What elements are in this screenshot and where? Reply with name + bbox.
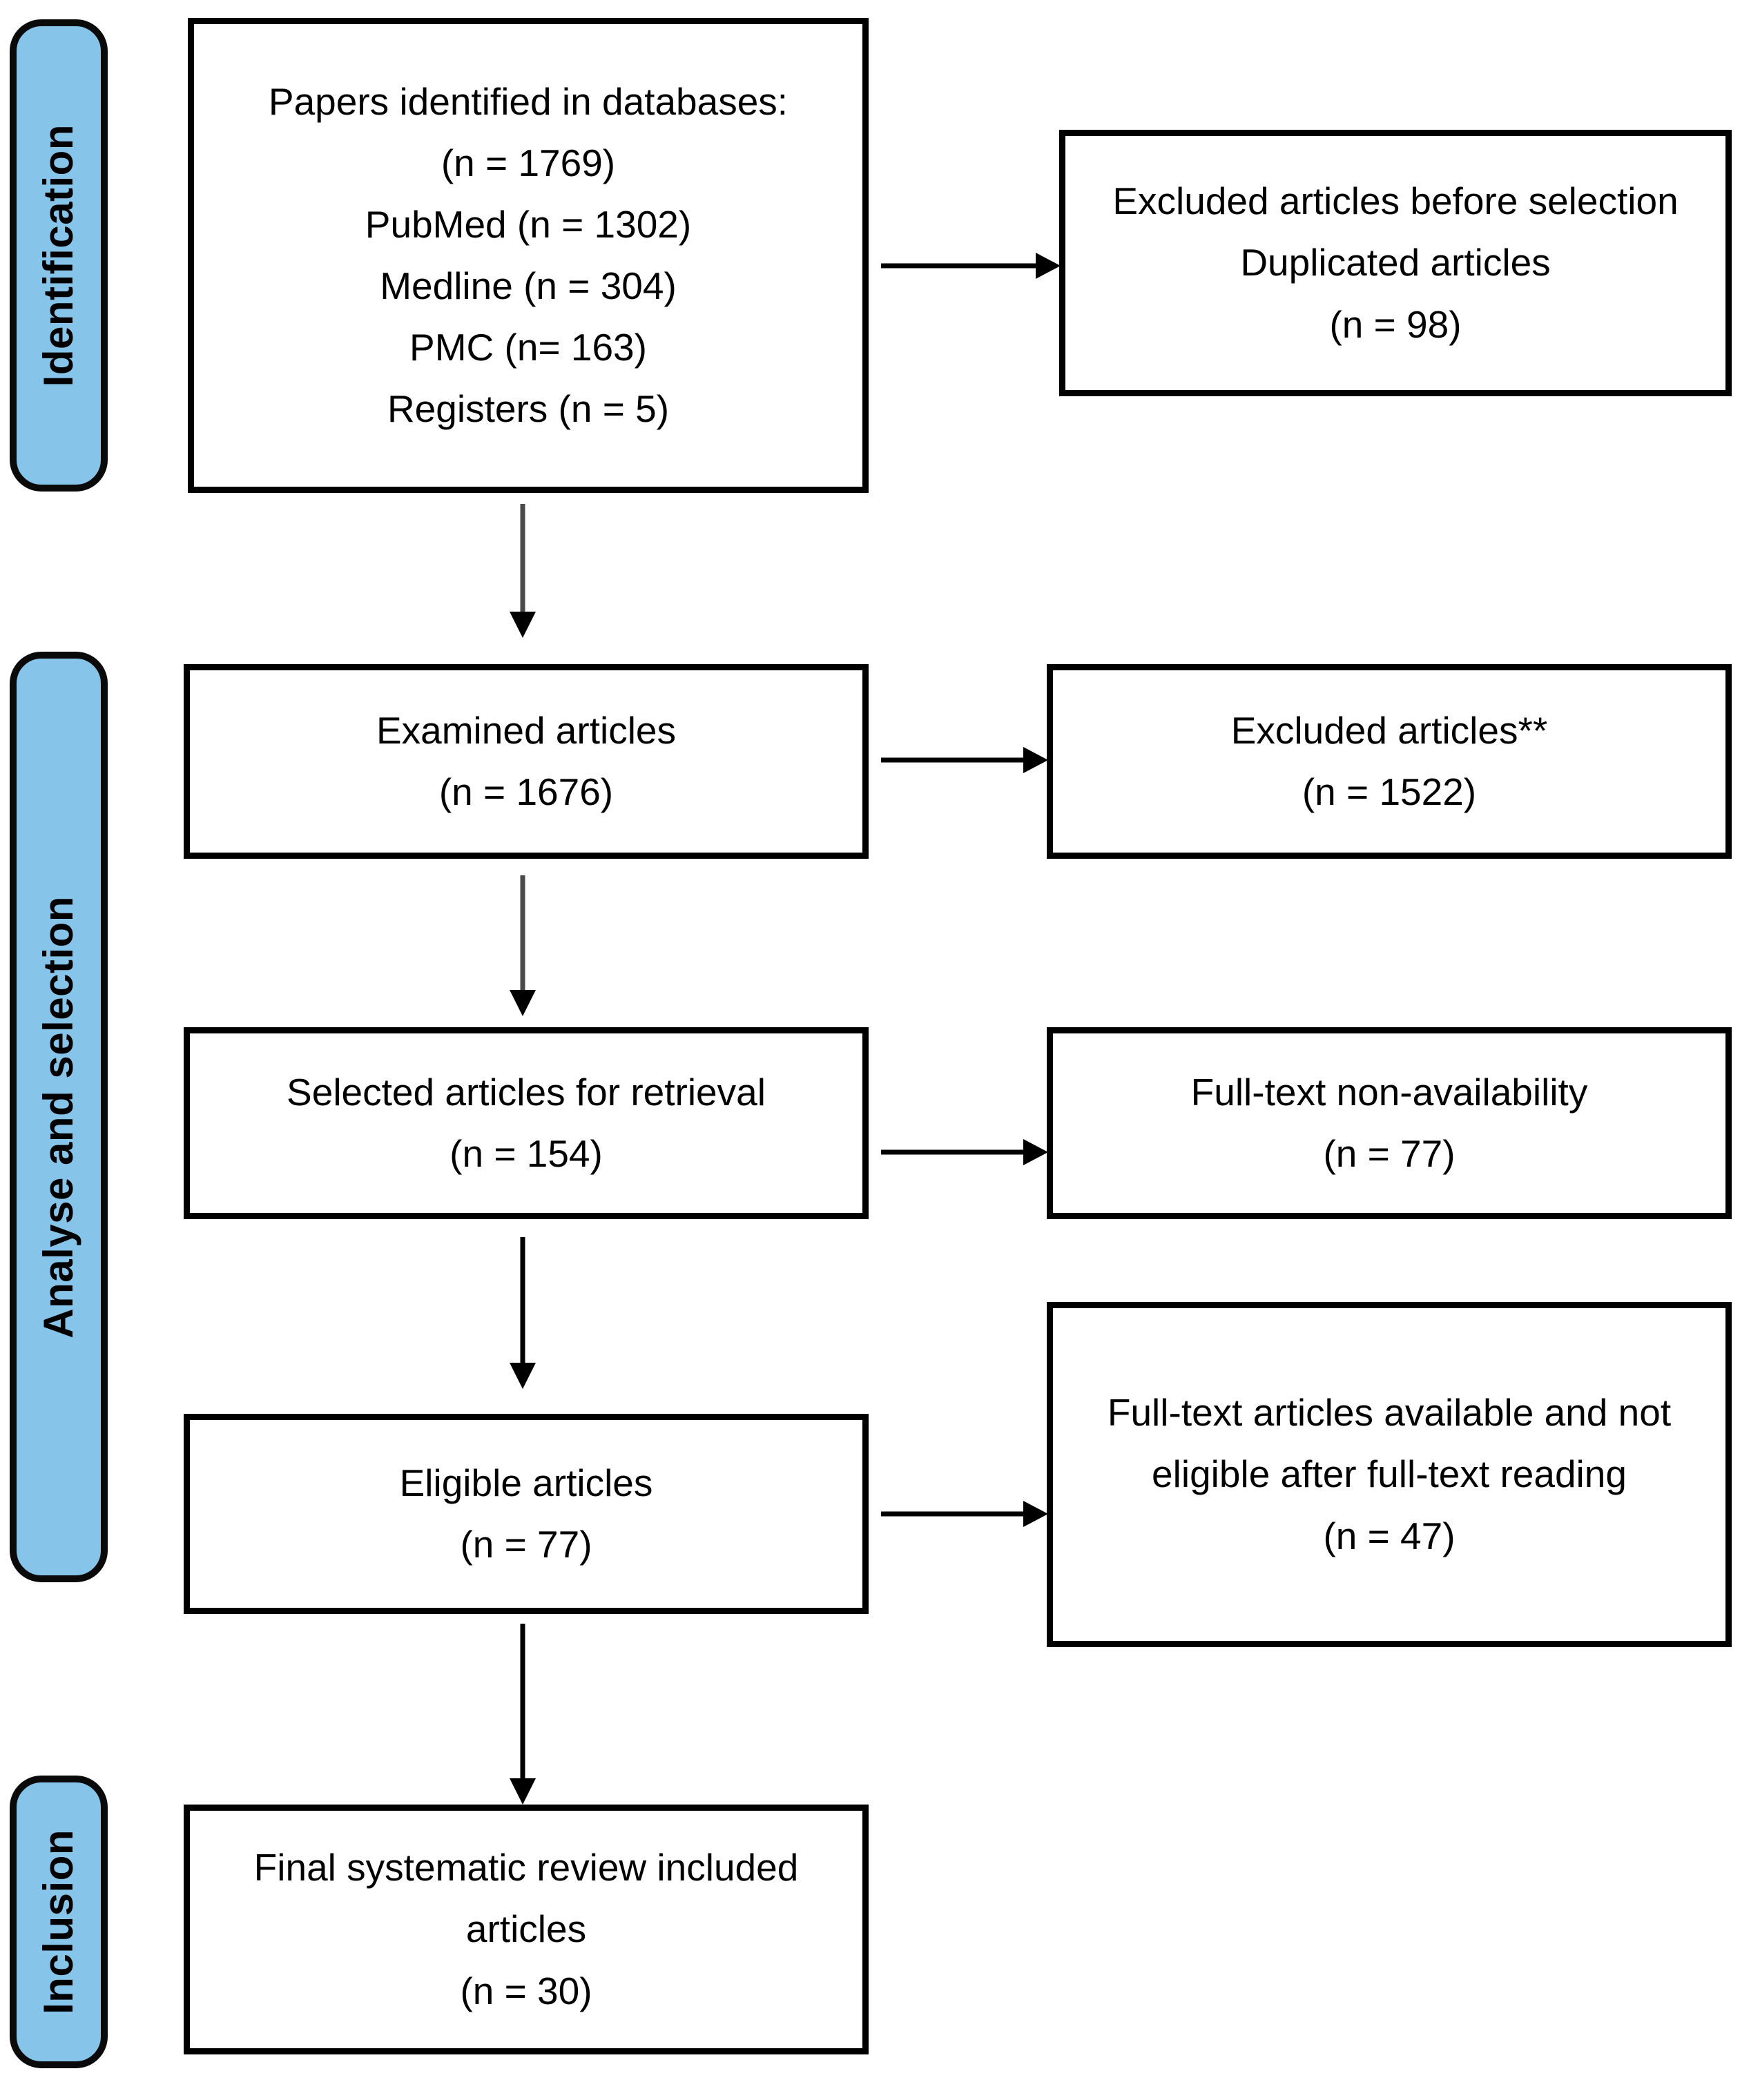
arrow-selected-to-eligible — [506, 1237, 539, 1390]
final-included-articles-box: Final systematic review included article… — [184, 1805, 869, 2054]
examined-articles-line-1: Examined articles — [376, 708, 677, 752]
selected-articles-line-1: Selected articles for retrieval — [287, 1070, 766, 1114]
final-included-line-1: Final systematic review included — [253, 1846, 799, 1889]
full-text-not-eligible-line-1: Full-text articles available and not — [1107, 1391, 1672, 1435]
arrow-examined-to-selected — [506, 875, 539, 1018]
full-text-available-not-eligible-box: Full-text articles available and not eli… — [1047, 1302, 1732, 1647]
full-text-non-availability-box: Full-text non-availability (n = 77) — [1047, 1027, 1732, 1219]
stage-pill-identification: Identification — [10, 19, 108, 492]
arrow-identified-to-examined — [506, 504, 539, 639]
arrow-examined-to-excluded — [881, 744, 1050, 776]
full-text-non-availability-line-2: (n = 77) — [1323, 1132, 1456, 1175]
excluded-articles-box: Excluded articles** (n = 1522) — [1047, 664, 1732, 859]
papers-identified-line-3: PubMed (n = 1302) — [365, 202, 692, 246]
final-included-line-2: articles — [465, 1907, 587, 1951]
final-included-line-3: (n = 30) — [460, 1969, 592, 2012]
stage-pill-analyse-and-selection: Analyse and selection — [10, 652, 108, 1582]
arrow-eligible-to-fulltext-not-eligible — [881, 1498, 1050, 1530]
papers-identified-line-4: Medline (n = 304) — [380, 264, 677, 307]
papers-identified-line-5: PMC (n= 163) — [409, 326, 647, 369]
papers-identified-line-6: Registers (n = 5) — [387, 387, 670, 431]
arrow-eligible-to-final — [506, 1624, 539, 1806]
arrow-identified-to-excluded-before-selection — [881, 250, 1062, 282]
papers-identified-box: Papers identified in databases: (n = 176… — [188, 18, 869, 493]
stage-label-identification: Identification — [35, 124, 81, 387]
full-text-not-eligible-line-3: (n = 47) — [1323, 1514, 1456, 1557]
excluded-articles-line-1: Excluded articles** — [1230, 708, 1548, 752]
excluded-before-selection-box: Excluded articles before selection Dupli… — [1059, 130, 1732, 396]
stage-label-analyse-and-selection: Analyse and selection — [35, 895, 81, 1339]
stage-label-inclusion: Inclusion — [35, 1829, 81, 2014]
eligible-articles-line-1: Eligible articles — [399, 1461, 653, 1504]
full-text-non-availability-line-1: Full-text non-availability — [1190, 1070, 1588, 1114]
stage-pill-inclusion: Inclusion — [10, 1776, 108, 2068]
excluded-before-selection-line-3: (n = 98) — [1329, 302, 1462, 346]
excluded-before-selection-line-1: Excluded articles before selection — [1112, 179, 1679, 223]
selected-articles-for-retrieval-box: Selected articles for retrieval (n = 154… — [184, 1027, 869, 1219]
excluded-articles-line-2: (n = 1522) — [1302, 770, 1477, 813]
eligible-articles-box: Eligible articles (n = 77) — [184, 1414, 869, 1614]
examined-articles-line-2: (n = 1676) — [438, 770, 614, 813]
full-text-not-eligible-line-2: eligible after full-text reading — [1152, 1452, 1627, 1496]
excluded-before-selection-line-2: Duplicated articles — [1240, 241, 1551, 284]
eligible-articles-line-2: (n = 77) — [460, 1523, 592, 1566]
examined-articles-box: Examined articles (n = 1676) — [184, 664, 869, 859]
arrow-selected-to-fulltext-unavailable — [881, 1136, 1050, 1168]
papers-identified-line-2: (n = 1769) — [441, 141, 616, 184]
papers-identified-line-1: Papers identified in databases: — [268, 79, 789, 123]
selected-articles-line-2: (n = 154) — [449, 1132, 603, 1175]
